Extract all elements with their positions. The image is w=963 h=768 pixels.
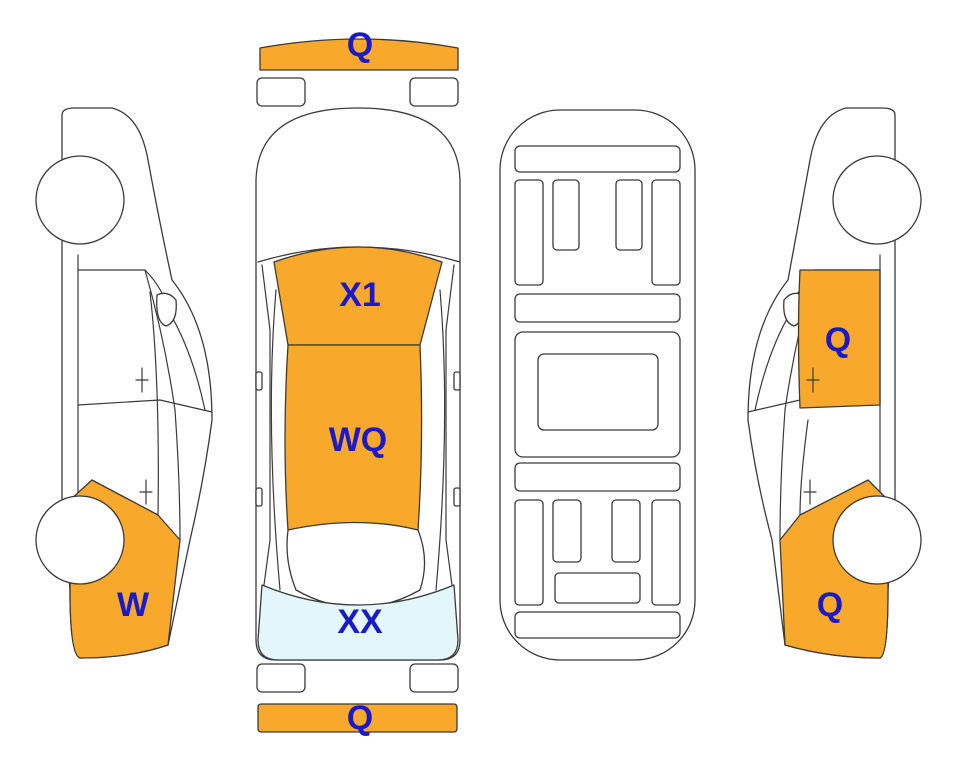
right-door-front-edge bbox=[799, 419, 809, 516]
rear-right-light bbox=[409, 663, 459, 693]
left-door-handle-front bbox=[135, 367, 149, 393]
right-inner-frame bbox=[435, 289, 446, 591]
right-door-handle-front bbox=[806, 367, 820, 393]
label-roof: WQ bbox=[329, 421, 388, 459]
underbody-crossmember-front bbox=[514, 293, 681, 323]
label-left-rear-quarter: W bbox=[117, 586, 150, 624]
right-door-handle-rear bbox=[803, 479, 817, 505]
right-front-wheel bbox=[832, 155, 922, 245]
left-a-pillar bbox=[144, 269, 181, 541]
left-inner-frame bbox=[270, 289, 281, 591]
underbody-rail-left-front bbox=[514, 179, 544, 286]
underbody-bracket-left-front bbox=[552, 179, 580, 251]
rear-left-light bbox=[256, 663, 306, 693]
left-door-split bbox=[77, 399, 213, 413]
underbody-crossmember-rear bbox=[514, 462, 681, 492]
label-right-rear-door: Q bbox=[825, 321, 851, 359]
hood-panel[interactable] bbox=[273, 246, 443, 346]
left-door-handle-rear bbox=[139, 479, 153, 505]
car-top-view bbox=[255, 38, 461, 733]
right-handle bbox=[453, 487, 461, 507]
right-rear-wheel bbox=[832, 495, 922, 585]
label-hood: X1 bbox=[339, 276, 381, 314]
damage-labels: Q X1 WQ XX Q W Q Q bbox=[117, 26, 851, 737]
label-rear-bumper: Q bbox=[347, 699, 373, 737]
left-door-rear-edge bbox=[149, 291, 159, 516]
left-side-frame bbox=[261, 264, 271, 601]
left-rear-wheel bbox=[35, 495, 125, 585]
underbody-bracket-left-rear bbox=[552, 499, 582, 563]
underbody-rear-beam bbox=[514, 611, 681, 639]
front-bumper-panel[interactable] bbox=[259, 38, 459, 71]
underbody-rail-right-front bbox=[651, 179, 681, 286]
front-left-light bbox=[256, 77, 306, 107]
underbody-tank bbox=[554, 572, 641, 604]
underbody-rail-left-rear bbox=[514, 499, 544, 606]
left-handle bbox=[255, 487, 263, 507]
label-rear-window: XX bbox=[337, 603, 383, 641]
underbody-bracket-right-front bbox=[615, 179, 643, 251]
rear-bumper-panel[interactable] bbox=[257, 703, 458, 733]
left-front-wheel bbox=[35, 155, 125, 245]
underbody-center-plate bbox=[537, 353, 659, 431]
right-side-frame bbox=[445, 264, 455, 601]
underbody-bracket-right-rear bbox=[611, 499, 641, 563]
front-right-light bbox=[409, 77, 459, 107]
rear-window-panel[interactable] bbox=[257, 584, 459, 661]
underbody-rail-right-rear bbox=[651, 499, 681, 606]
car-left-side-view bbox=[35, 107, 213, 659]
underbody-front-beam bbox=[514, 145, 681, 173]
left-mirror-shape bbox=[156, 292, 177, 327]
right-rear-door-panel[interactable] bbox=[797, 269, 881, 409]
rear-window-outline bbox=[286, 521, 426, 609]
car-right-side-view bbox=[747, 107, 922, 659]
label-right-rear-quarter: Q bbox=[817, 586, 843, 624]
right-mirror bbox=[453, 371, 461, 391]
car-underbody-view bbox=[499, 109, 696, 661]
label-front-bumper: Q bbox=[347, 26, 373, 64]
left-mirror bbox=[255, 371, 263, 391]
